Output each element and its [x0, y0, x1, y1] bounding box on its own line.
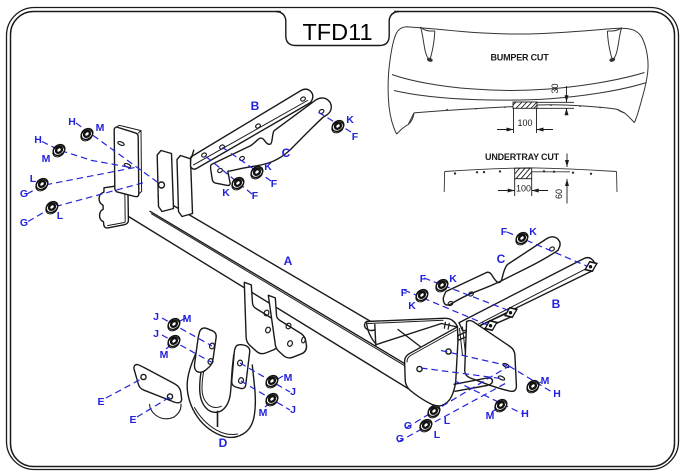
svg-text:TFD11: TFD11 [302, 19, 372, 45]
svg-text:L: L [57, 210, 64, 222]
svg-text:F: F [352, 131, 359, 143]
svg-text:L: L [444, 415, 451, 427]
svg-text:M: M [96, 122, 105, 134]
svg-text:F: F [420, 273, 427, 285]
svg-text:BUMPER CUT: BUMPER CUT [491, 53, 550, 63]
svg-text:M: M [541, 375, 550, 387]
svg-text:M: M [486, 410, 495, 422]
svg-text:F: F [501, 226, 508, 238]
svg-text:J: J [153, 328, 159, 340]
svg-text:F: F [252, 190, 259, 202]
svg-text:E: E [97, 396, 104, 408]
svg-text:M: M [259, 407, 268, 419]
svg-text:UNDERTRAY CUT: UNDERTRAY CUT [485, 152, 560, 162]
svg-text:J: J [290, 404, 296, 416]
svg-text:B: B [552, 297, 561, 311]
svg-text:K: K [408, 300, 416, 312]
svg-text:H: H [553, 388, 561, 400]
svg-text:H: H [521, 408, 529, 420]
svg-text:J: J [290, 386, 296, 398]
svg-text:G: G [20, 188, 28, 200]
svg-text:B: B [251, 99, 260, 113]
svg-text:J: J [153, 311, 159, 323]
svg-text:K: K [529, 226, 537, 238]
svg-text:F: F [401, 287, 408, 299]
svg-text:H: H [68, 116, 76, 128]
svg-text:C: C [282, 146, 291, 160]
svg-text:60: 60 [554, 189, 564, 199]
svg-text:K: K [346, 114, 354, 126]
svg-text:30: 30 [550, 83, 560, 93]
svg-text:M: M [183, 313, 192, 325]
svg-text:G: G [20, 217, 28, 229]
svg-text:A: A [284, 254, 293, 268]
svg-text:100: 100 [516, 184, 531, 194]
svg-text:H: H [34, 134, 42, 146]
svg-text:E: E [129, 414, 136, 426]
svg-text:M: M [284, 372, 293, 384]
svg-text:G: G [396, 433, 404, 445]
svg-text:L: L [30, 173, 37, 185]
svg-text:G: G [404, 420, 412, 432]
svg-text:M: M [42, 153, 51, 165]
svg-text:K: K [264, 161, 272, 173]
svg-text:M: M [160, 349, 169, 361]
svg-text:K: K [449, 273, 457, 285]
svg-text:K: K [222, 187, 230, 199]
svg-text:F: F [271, 178, 278, 190]
svg-text:D: D [219, 436, 228, 450]
svg-text:L: L [434, 429, 441, 441]
svg-text:C: C [497, 252, 506, 266]
svg-text:100: 100 [517, 118, 532, 128]
